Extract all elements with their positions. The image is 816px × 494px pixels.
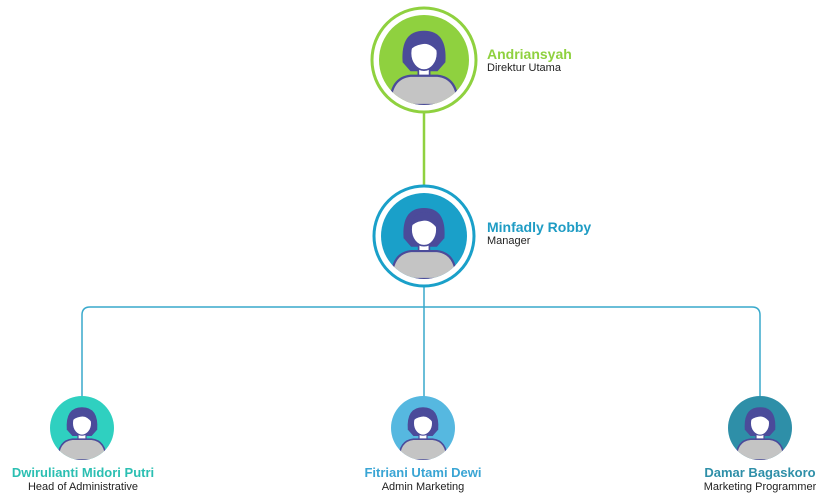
staff-name: Damar Bagaskoro xyxy=(704,465,816,480)
staff-name: Fitriani Utami Dewi xyxy=(364,465,482,480)
director-role: Direktur Utama xyxy=(487,62,561,74)
node-staff-avatar xyxy=(728,396,792,460)
staff-role: Marketing Programmer xyxy=(703,481,816,493)
director-label: Andriansyah Direktur Utama xyxy=(487,46,572,75)
node-staff-avatar xyxy=(50,396,114,460)
staff-role: Admin Marketing xyxy=(381,481,465,493)
staff-label-2: Damar Bagaskoro Marketing Programmer xyxy=(704,465,816,494)
staff-label-0: Dwirulianti Midori Putri Head of Adminis… xyxy=(12,465,154,494)
manager-role: Manager xyxy=(487,235,531,247)
person-avatar-icon xyxy=(389,30,459,105)
staff-label-1: Fitriani Utami Dewi Admin Marketing xyxy=(364,465,481,494)
person-avatar-icon xyxy=(398,407,448,460)
staff-name: Dwirulianti Midori Putri xyxy=(11,465,155,480)
node-director-avatar xyxy=(370,6,478,114)
person-avatar-icon xyxy=(390,208,458,279)
node-staff-avatar xyxy=(391,396,455,460)
staff-role: Head of Administrative xyxy=(27,481,139,493)
manager-name: Minfadly Robby xyxy=(487,219,592,235)
person-avatar-icon xyxy=(57,407,107,460)
node-manager-avatar xyxy=(372,184,476,288)
manager-label: Minfadly Robby Manager xyxy=(487,219,591,248)
director-name: Andriansyah xyxy=(487,46,572,62)
person-avatar-icon xyxy=(735,407,785,460)
connector-manager-staff xyxy=(81,287,761,397)
